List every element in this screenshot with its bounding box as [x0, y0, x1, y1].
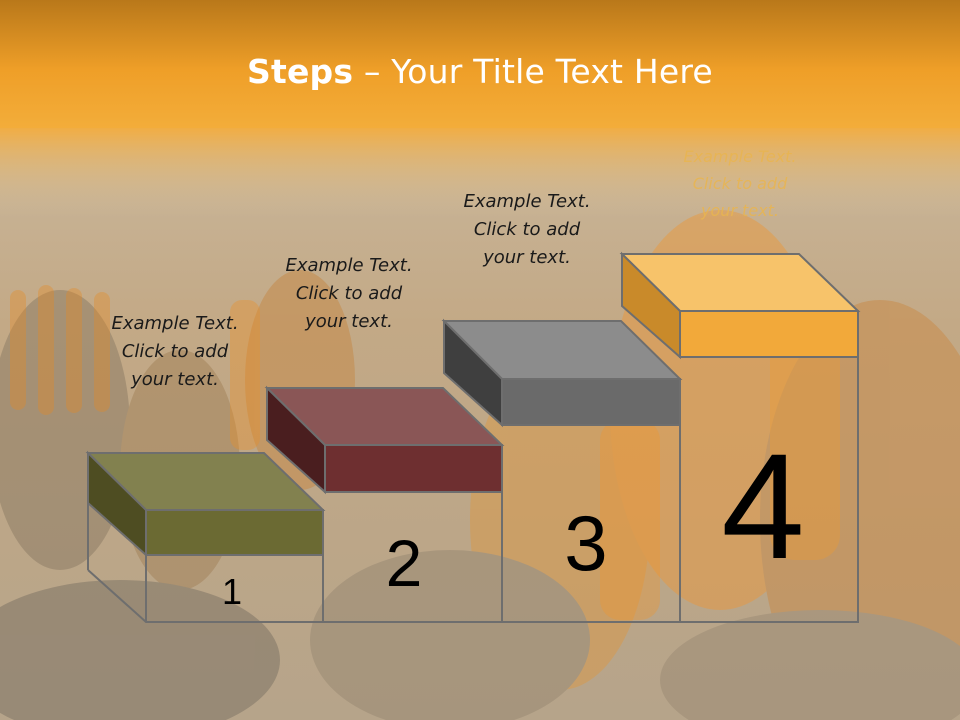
- caption-line: Example Text.: [463, 191, 591, 212]
- caption-line: Click to add: [295, 283, 403, 304]
- step-4-caption[interactable]: Example Text. Click to add your text.: [660, 143, 820, 224]
- title-bold: Steps: [247, 52, 354, 91]
- step-1-box[interactable]: [85, 450, 326, 558]
- step-4-box[interactable]: [619, 251, 861, 360]
- caption-line: Click to add: [121, 341, 229, 362]
- step-2-front: [324, 444, 503, 493]
- caption-line: Example Text.: [111, 313, 239, 334]
- staircase-outline: [87, 357, 859, 623]
- caption-line: Click to add: [473, 219, 581, 240]
- step-1-front: [145, 509, 324, 556]
- caption-line: your text.: [305, 311, 393, 332]
- step-1-caption[interactable]: Example Text. Click to add your text.: [95, 310, 255, 394]
- step-4-number: 4: [721, 422, 804, 590]
- slide-title[interactable]: Steps – Your Title Text Here: [0, 52, 960, 91]
- caption-line: Example Text.: [683, 147, 797, 166]
- step-2-number: 2: [386, 526, 423, 600]
- step-4-front: [679, 310, 859, 358]
- step-3-number: 3: [564, 499, 607, 587]
- step-3-box[interactable]: [441, 318, 683, 428]
- step-3-front: [501, 378, 681, 426]
- caption-line: Click to add: [692, 174, 788, 193]
- title-rest: – Your Title Text Here: [353, 52, 713, 91]
- step-1-number: 1: [222, 571, 242, 612]
- caption-line: your text.: [700, 201, 779, 220]
- step-2-caption[interactable]: Example Text. Click to add your text.: [269, 252, 429, 336]
- step-3-caption[interactable]: Example Text. Click to add your text.: [447, 188, 607, 272]
- caption-line: your text.: [131, 369, 219, 390]
- caption-line: your text.: [483, 247, 571, 268]
- caption-line: Example Text.: [285, 255, 413, 276]
- step-2-box[interactable]: [264, 385, 505, 495]
